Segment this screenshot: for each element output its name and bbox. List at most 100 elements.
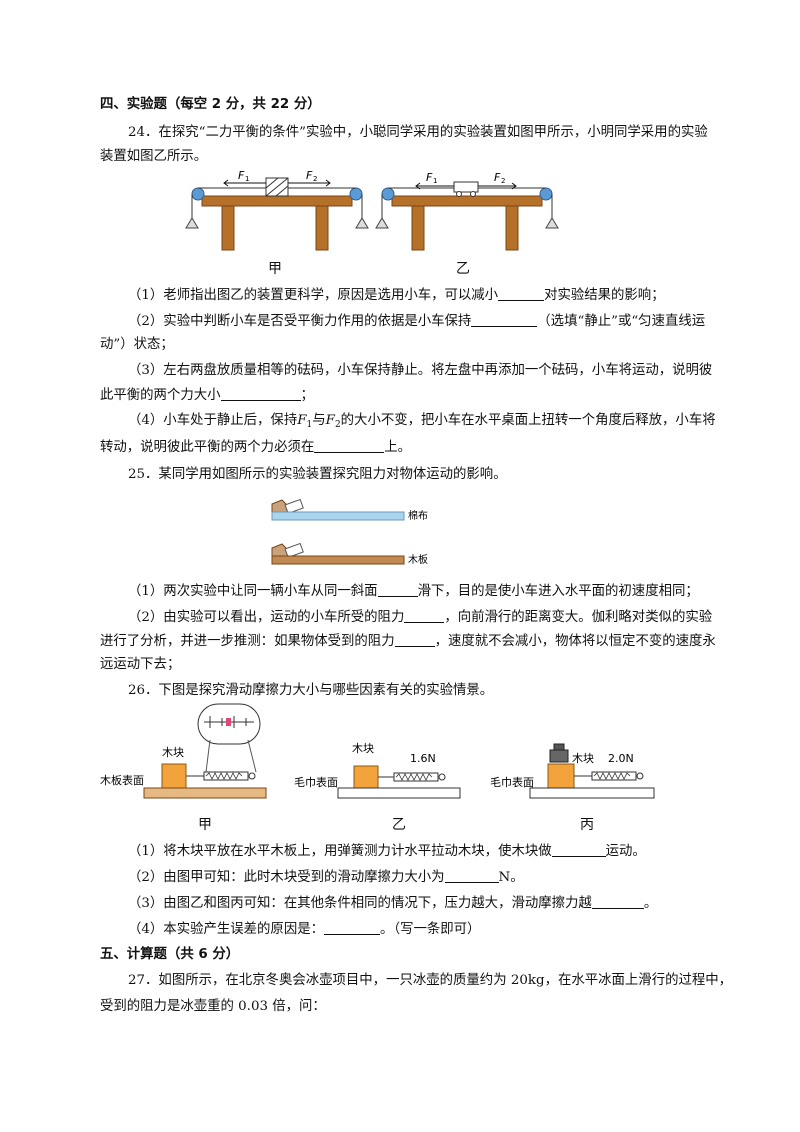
block: [353, 765, 379, 789]
figure-incline-surfaces: 棉布 木板: [271, 498, 428, 566]
q25-part2-end: 远运动下去；: [100, 657, 181, 672]
section-title: 五、计算题（共 6 分）: [100, 947, 240, 962]
pointer-mark: [226, 718, 231, 726]
pulley-right: [539, 187, 553, 201]
q24-part4: （4）小车处于静止后，保持F1与F2的大小不变，把小车在水平桌面上扭转一个角度后…: [128, 413, 716, 430]
table-top: [201, 195, 353, 207]
answer-blank[interactable]: [404, 608, 445, 623]
label-f2: F: [494, 171, 501, 184]
q26-part1: （1）将木块平放在水平木板上，用弹簧测力计水平拉动木块，使木块做运动。: [128, 842, 646, 859]
q24-part1: （1）老师指出图乙的装置更科学，原因是选用小车，可以减小对实验结果的影响；: [128, 286, 665, 303]
cart-bottom: [284, 542, 304, 559]
table-leg: [505, 205, 519, 251]
label-towel-surface: 毛巾表面: [490, 775, 534, 789]
label-block: 木块: [162, 746, 184, 759]
caption-yi: 乙: [456, 261, 470, 277]
svg-text:1: 1: [245, 175, 249, 183]
answer-blank[interactable]: [220, 386, 301, 401]
table-top: [391, 195, 543, 207]
pulley-left: [191, 187, 205, 201]
q25-part2-cont: 进行了分析，并进一步推测：如果物体受到的阻力，速度就不会减小，物体将以恒定不变的…: [100, 632, 716, 649]
label-f1: F: [238, 169, 245, 182]
board-surface: [143, 787, 267, 799]
arrow-f1: [415, 182, 454, 190]
figure-yi-apparatus: F 1 F 2: [375, 171, 559, 251]
section-title: 四、实验题（每空 2 分，共 22 分）: [100, 97, 321, 112]
q24-part2: （2）实验中判断小车是否受平衡力作用的依据是小车保持（选填“静止”或“匀速直线运: [128, 312, 706, 329]
label-towel-surface: 毛巾表面: [294, 775, 338, 789]
arrow-f2: [478, 182, 517, 190]
q25-intro: 25．某同学用如图所示的实验装置探究阻力对物体运动的影响。: [128, 467, 507, 482]
table-leg: [221, 205, 235, 251]
caption-q26-yi: 乙: [392, 817, 406, 833]
q25-part2: （2）由实验可以看出，运动的小车所受的阻力，向前滑行的距离变大。伽利略对类似的实…: [128, 608, 713, 625]
pulley-left: [381, 187, 395, 201]
cart: [453, 181, 479, 193]
towel-surface: [529, 787, 655, 799]
answer-blank[interactable]: [471, 312, 538, 327]
q24-part3: （3）左右两盘放质量相等的砝码，小车保持静止。将左盘中再添加一个砝码，小车将运动…: [128, 363, 713, 378]
label-block: 木块: [572, 752, 594, 765]
block: [547, 763, 575, 789]
label-f1: F: [426, 171, 433, 184]
q27-line2: 受到的阻力是冰壶重的 0.03 倍，问：: [100, 999, 326, 1014]
weight-pan-right: [545, 217, 559, 229]
spring-scale: [591, 771, 637, 781]
figure-jia-apparatus: F 1 F 2: [185, 169, 369, 251]
weight-pan-left: [375, 217, 389, 229]
weight-pan-right: [355, 217, 369, 229]
label-board-surface: 木板表面: [100, 773, 144, 787]
answer-blank[interactable]: [377, 582, 418, 597]
answer-blank[interactable]: [551, 842, 606, 857]
answer-blank[interactable]: [324, 920, 380, 935]
figure-q26-bing: 木块 2.0N 毛巾表面: [490, 743, 655, 799]
cart-wheel: [456, 191, 462, 197]
cloth-surface: [271, 511, 405, 521]
board-surface: [271, 555, 405, 565]
block: [161, 763, 187, 789]
q24-intro-line2: 装置如图乙所示。: [100, 149, 208, 164]
weight: [549, 749, 569, 763]
arrow-f1: [223, 179, 266, 187]
label-block: 木块: [352, 742, 374, 755]
answer-blank[interactable]: [498, 286, 545, 301]
answer-blank[interactable]: [591, 894, 644, 909]
q26-part3: （3）由图乙和图丙可知：在其他条件相同的情况下，压力越大，滑动摩擦力越。: [128, 894, 658, 911]
weight-pan-left: [185, 217, 199, 229]
answer-blank[interactable]: [314, 438, 385, 453]
q26-part4: （4）本实验产生误差的原因是：。（写一条即可）: [128, 920, 481, 937]
caption-jia: 甲: [268, 261, 282, 277]
q26-intro: 26．下图是探究滑动摩擦力大小与哪些因素有关的实验情景。: [128, 683, 494, 698]
q24-part4-cont: 转动，说明彼此平衡的两个力必须在上。: [100, 438, 412, 455]
svg-text:1: 1: [433, 177, 437, 185]
arrow-f2: [288, 179, 331, 187]
figure-q26-jia: 木块 木板表面: [100, 703, 267, 799]
pulley-right: [349, 187, 363, 201]
figure-q26-yi: 木块 1.6N 毛巾表面: [294, 742, 461, 799]
svg-text:2: 2: [501, 177, 505, 185]
q27-line1: 27．如图所示，在北京冬奥会冰壶项目中，一只冰壶的质量约为 20kg，在水平冰面…: [128, 973, 733, 988]
spring-scale: [203, 771, 249, 781]
q24-part2-cont: 动”）状态；: [100, 337, 174, 352]
caption-q26-jia: 甲: [198, 817, 212, 833]
answer-blank[interactable]: [394, 632, 435, 647]
caption-q26-bing: 丙: [580, 817, 594, 833]
cart-top: [284, 498, 304, 515]
label-board: 木板: [408, 553, 428, 566]
q24-intro-line1: 24．在探究“二力平衡的条件”实验中，小聪同学采用的实验装置如图甲所示，小明同学…: [128, 125, 708, 140]
cart-wheel: [470, 191, 476, 197]
q24-part3-cont: 此平衡的两个力大小；: [100, 386, 314, 403]
label-f2: F: [306, 169, 313, 182]
q25-part1: （1）两次实验中让同一辆小车从同一斜面滑下，目的是使小车进入水平面的初速度相同；: [128, 582, 699, 599]
svg-text:2: 2: [313, 175, 317, 183]
spring-scale: [393, 772, 439, 782]
towel-surface: [337, 787, 461, 799]
weight-knob: [553, 743, 565, 751]
answer-blank[interactable]: [444, 868, 499, 883]
table-leg: [315, 205, 329, 251]
reading-yi: 1.6N: [410, 752, 436, 765]
label-cloth: 棉布: [408, 509, 428, 522]
table-leg: [411, 205, 425, 251]
